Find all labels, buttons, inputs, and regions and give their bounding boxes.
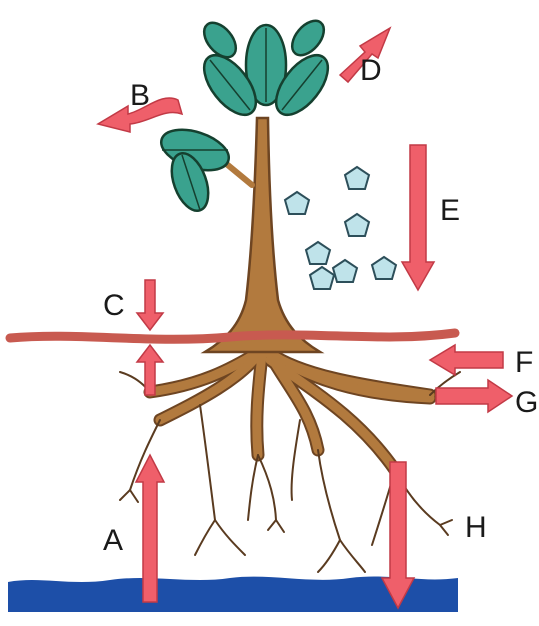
fallen-leaves <box>285 167 396 289</box>
label-g: G <box>515 386 538 419</box>
label-d: D <box>360 54 382 87</box>
arrow-h <box>382 462 414 608</box>
canopy-leaves <box>156 15 338 216</box>
label-e: E <box>440 194 460 227</box>
arrow-f <box>430 345 503 375</box>
arrow-e <box>402 145 434 290</box>
label-f: F <box>515 346 533 379</box>
arrow-c-down <box>137 280 163 330</box>
root-system <box>120 350 460 572</box>
label-a: A <box>103 524 123 557</box>
label-c: C <box>103 289 125 322</box>
soil-surface-line <box>10 333 455 339</box>
label-b: B <box>130 79 150 112</box>
label-h: H <box>465 511 487 544</box>
arrow-g <box>436 380 512 412</box>
